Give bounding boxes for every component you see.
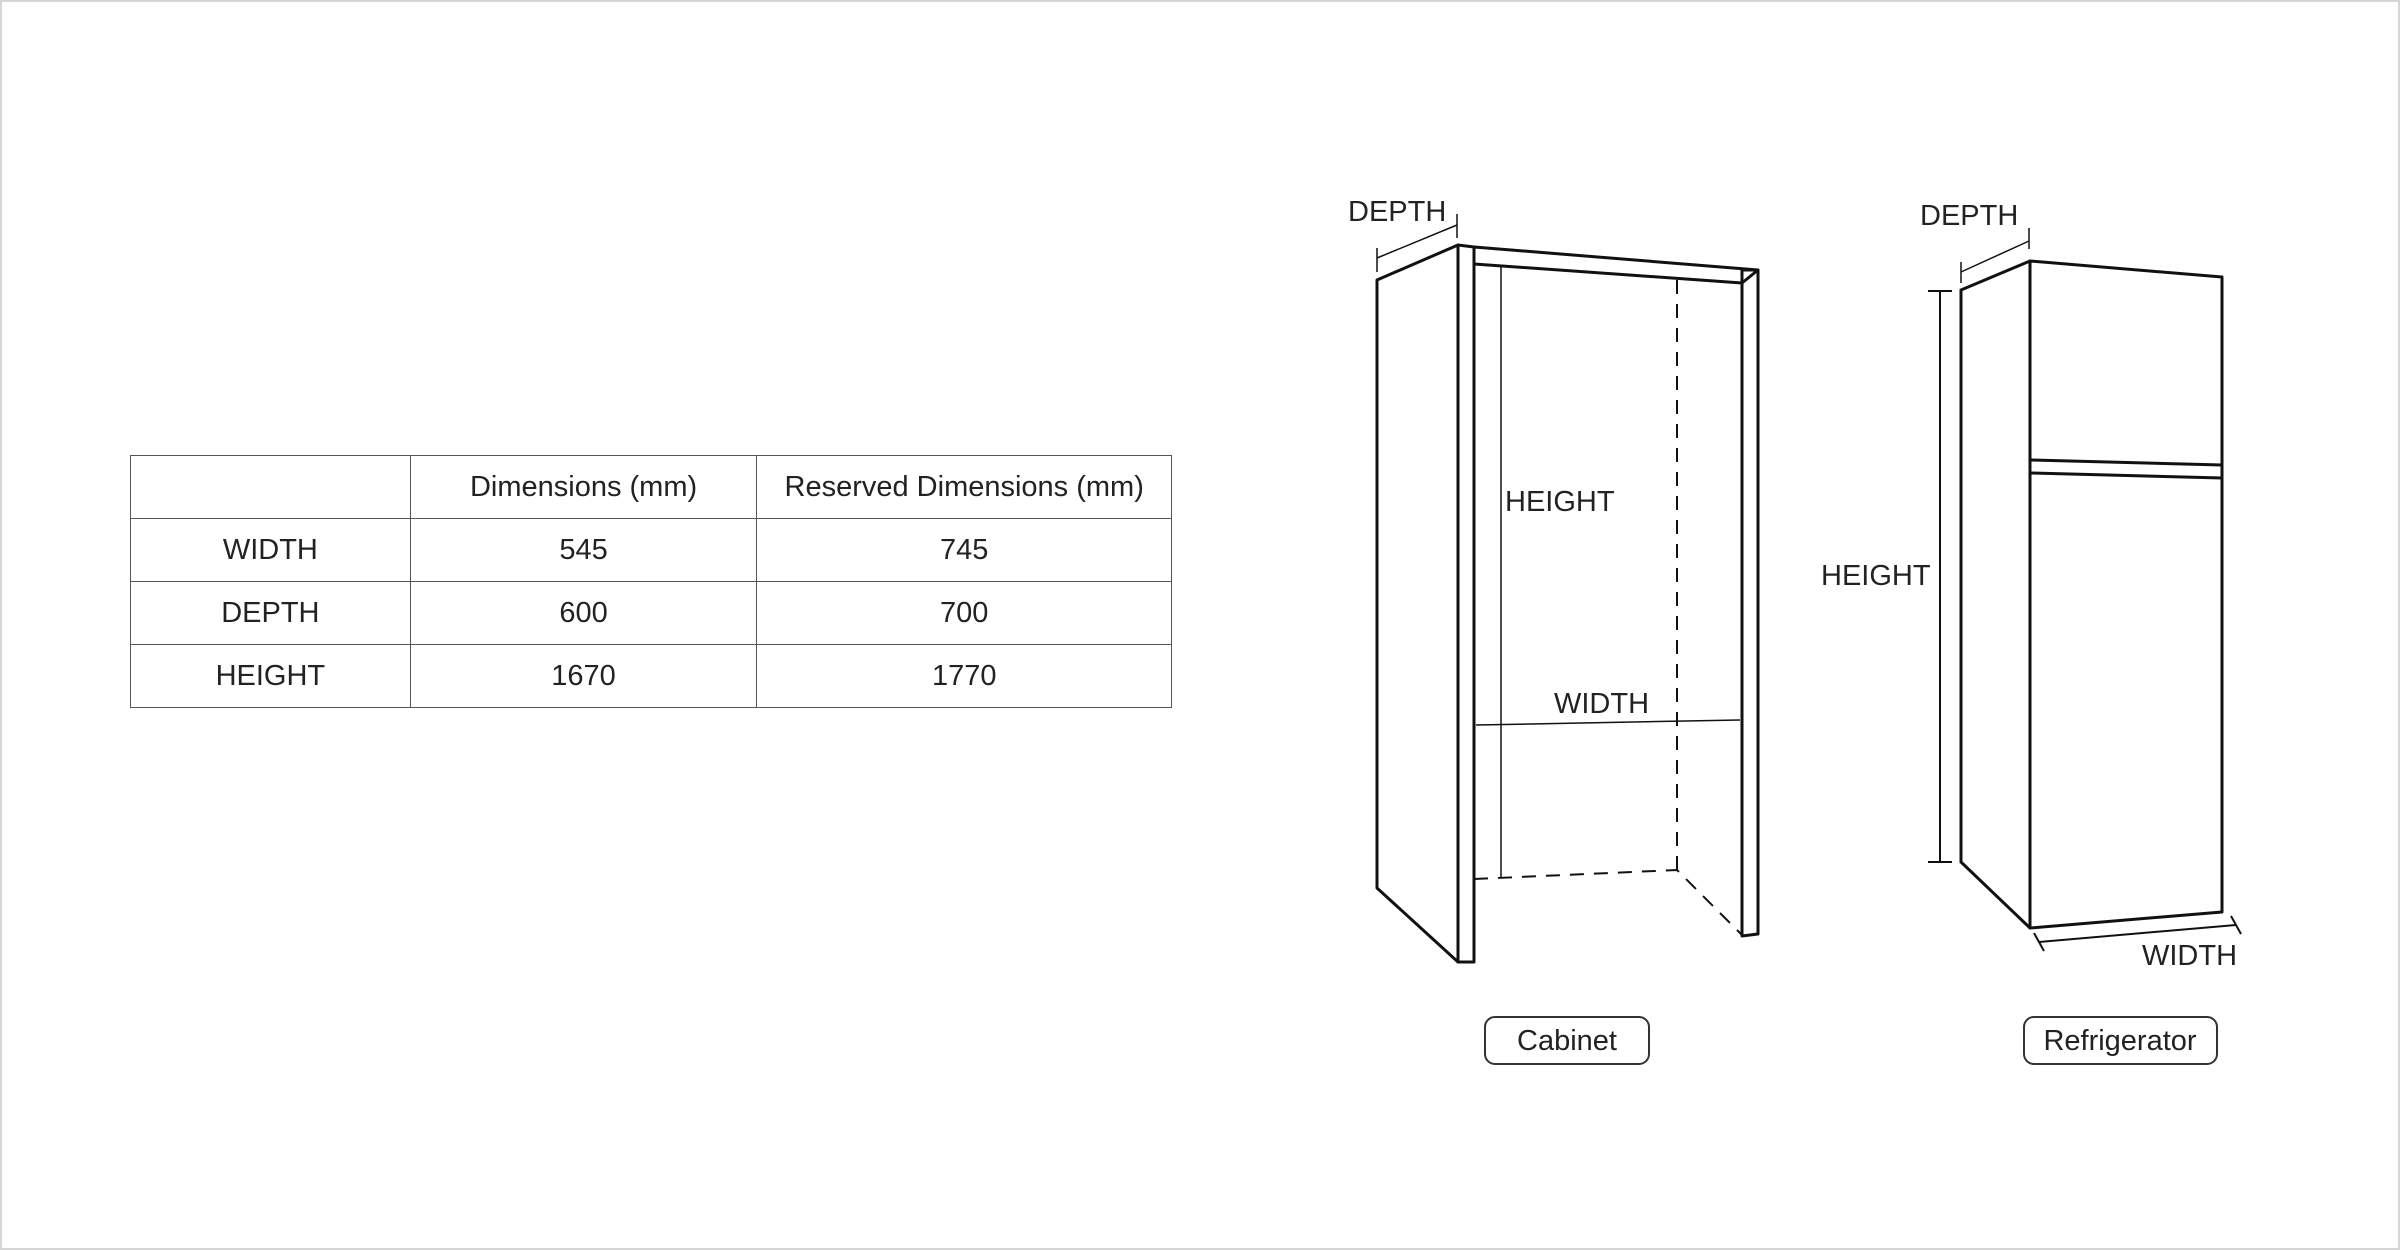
refrigerator-caption-box [2023, 1016, 2218, 1065]
fridge-height-label: HEIGHT [1821, 560, 1931, 592]
fridge-width-tick [2230, 915, 2242, 935]
dimension-value: 545 [409, 518, 758, 582]
fridge-width-tick [2033, 932, 2045, 952]
table-row: WIDTH 545 745 [130, 518, 1172, 582]
cabinet-drawing [1375, 214, 1760, 964]
row-label: WIDTH [130, 518, 411, 582]
cabinet-depth-line [1376, 224, 1458, 259]
dimensions-table: Dimensions (mm) Reserved Dimensions (mm)… [130, 455, 1172, 708]
cabinet-height-label: HEIGHT [1505, 486, 1615, 518]
reserved-value: 745 [756, 518, 1172, 582]
refrigerator-drawing [1928, 228, 2242, 952]
cabinet-caption: Cabinet [1517, 1025, 1617, 1057]
row-label: HEIGHT [130, 644, 411, 708]
table-row: HEIGHT 1670 1770 [130, 644, 1172, 708]
cabinet-floor-dashed [1473, 869, 1743, 936]
fridge-door-divider [2029, 458, 2223, 467]
header-dimensions: Dimensions (mm) [409, 455, 758, 519]
refrigerator-caption: Refrigerator [2043, 1025, 2196, 1057]
cabinet-width-arrow [1475, 719, 1741, 726]
fridge-width-line [2038, 924, 2237, 943]
table-row: DEPTH 600 700 [130, 581, 1172, 645]
cabinet-depth-label: DEPTH [1348, 196, 1446, 228]
cabinet-width-label: WIDTH [1554, 688, 1649, 720]
row-label: DEPTH [130, 581, 411, 645]
cabinet-caption-box [1484, 1016, 1650, 1065]
fridge-door-divider [2029, 471, 2223, 480]
fridge-depth-label: DEPTH [1920, 200, 2018, 232]
cabinet-top-bar [1472, 245, 1760, 285]
cabinet-side-panel [1375, 243, 1460, 964]
cabinet-right-post [1740, 268, 1760, 938]
fridge-front [2028, 259, 2224, 930]
reserved-value: 1770 [756, 644, 1172, 708]
cabinet-left-post [1456, 243, 1476, 964]
fridge-depth-line [1960, 240, 2030, 273]
reserved-value: 700 [756, 581, 1172, 645]
fridge-side-panel [1959, 259, 2032, 930]
fridge-width-label: WIDTH [2142, 940, 2237, 972]
dimension-value: 1670 [409, 644, 758, 708]
